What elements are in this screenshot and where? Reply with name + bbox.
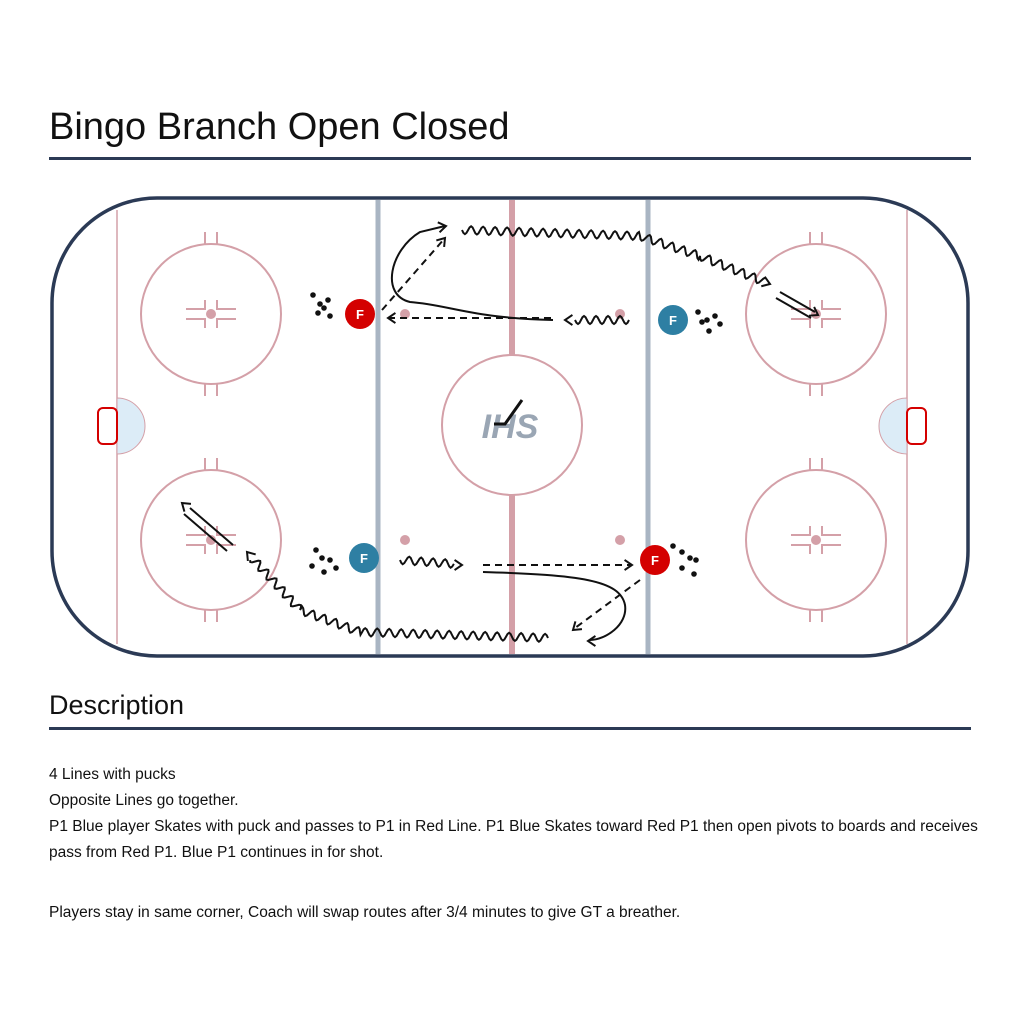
puck: [706, 328, 712, 334]
faceoff-circle: [140, 469, 282, 611]
faceoff-dot: [206, 309, 216, 319]
description-heading: Description: [49, 690, 185, 720]
puck: [321, 569, 327, 575]
faceoff-dot: [811, 535, 821, 545]
svg-text:F: F: [651, 553, 659, 568]
faceoff-circle: [745, 469, 887, 611]
player-red-bottom: F: [640, 545, 670, 575]
arrowhead: [386, 312, 396, 324]
hash-marks: [186, 232, 236, 396]
arrowhead: [563, 314, 573, 326]
goal-crease-left: [116, 397, 146, 455]
puck: [687, 555, 693, 561]
hash-marks: [791, 458, 841, 622]
goal-net-left: [97, 407, 118, 445]
puck: [319, 555, 325, 561]
puck: [695, 309, 701, 315]
puck: [325, 297, 331, 303]
puck: [333, 565, 339, 571]
puck: [704, 317, 710, 323]
arrowhead: [571, 621, 583, 632]
neutral-zone-dot: [615, 309, 625, 319]
svg-text:F: F: [360, 551, 368, 566]
description-line: Opposite Lines go together.: [49, 792, 239, 809]
arrowhead: [586, 635, 596, 647]
puck: [679, 549, 685, 555]
neutral-zone-dot: [400, 309, 410, 319]
puck: [313, 547, 319, 553]
pass-path: [574, 579, 641, 629]
description-line: P1 Blue player Skates with puck and pass…: [49, 818, 978, 861]
center-circle: [441, 354, 583, 496]
player-red-top: F: [345, 299, 375, 329]
arrowhead: [761, 276, 772, 288]
skate-path: [391, 225, 554, 321]
description-body: 4 Lines with pucks Opposite Lines go tog…: [49, 762, 989, 866]
skate-with-puck-path: [461, 225, 766, 285]
page-title: Bingo Branch Open Closed: [49, 106, 510, 148]
arrowhead: [808, 306, 820, 317]
svg-text:F: F: [669, 313, 677, 328]
neutral-zone-dot: [615, 535, 625, 545]
svg-text:F: F: [356, 307, 364, 322]
shot-path: [775, 291, 816, 319]
goal-net-right: [906, 407, 927, 445]
puck: [321, 305, 327, 311]
shot-path: [183, 507, 234, 552]
arrowhead: [437, 221, 448, 234]
arrowhead: [180, 501, 192, 512]
arrowhead: [454, 559, 464, 571]
skate-with-puck-path: [399, 555, 455, 569]
puck: [691, 571, 697, 577]
title-divider: [49, 157, 971, 160]
skate-path: [482, 571, 627, 641]
faceoff-circle: [745, 243, 887, 385]
neutral-zone-dot: [400, 535, 410, 545]
puck: [712, 313, 718, 319]
ihs-logo: IHS: [482, 408, 539, 446]
skate-with-puck-path: [574, 314, 630, 326]
puck: [310, 292, 316, 298]
player-blue-bottom: F: [349, 543, 379, 573]
puck: [699, 319, 705, 325]
pass-path: [381, 237, 446, 311]
faceoff-circle: [140, 243, 282, 385]
puck: [679, 565, 685, 571]
hockey-stick-icon: [494, 399, 524, 426]
skate-with-puck-path: [249, 559, 549, 643]
puck: [315, 310, 321, 316]
puck: [327, 313, 333, 319]
description-divider: [49, 727, 971, 730]
description-note: Players stay in same corner, Coach will …: [49, 904, 681, 921]
arrowhead: [436, 236, 447, 248]
goal-crease-right: [878, 397, 908, 455]
arrowhead: [624, 559, 634, 571]
puck: [309, 563, 315, 569]
description-line: 4 Lines with pucks: [49, 766, 176, 783]
puck: [327, 557, 333, 563]
player-blue-top: F: [658, 305, 688, 335]
puck: [670, 543, 676, 549]
puck: [317, 301, 323, 307]
hash-marks: [186, 458, 236, 622]
arrowhead: [245, 550, 256, 562]
puck: [717, 321, 723, 327]
puck: [693, 557, 699, 563]
